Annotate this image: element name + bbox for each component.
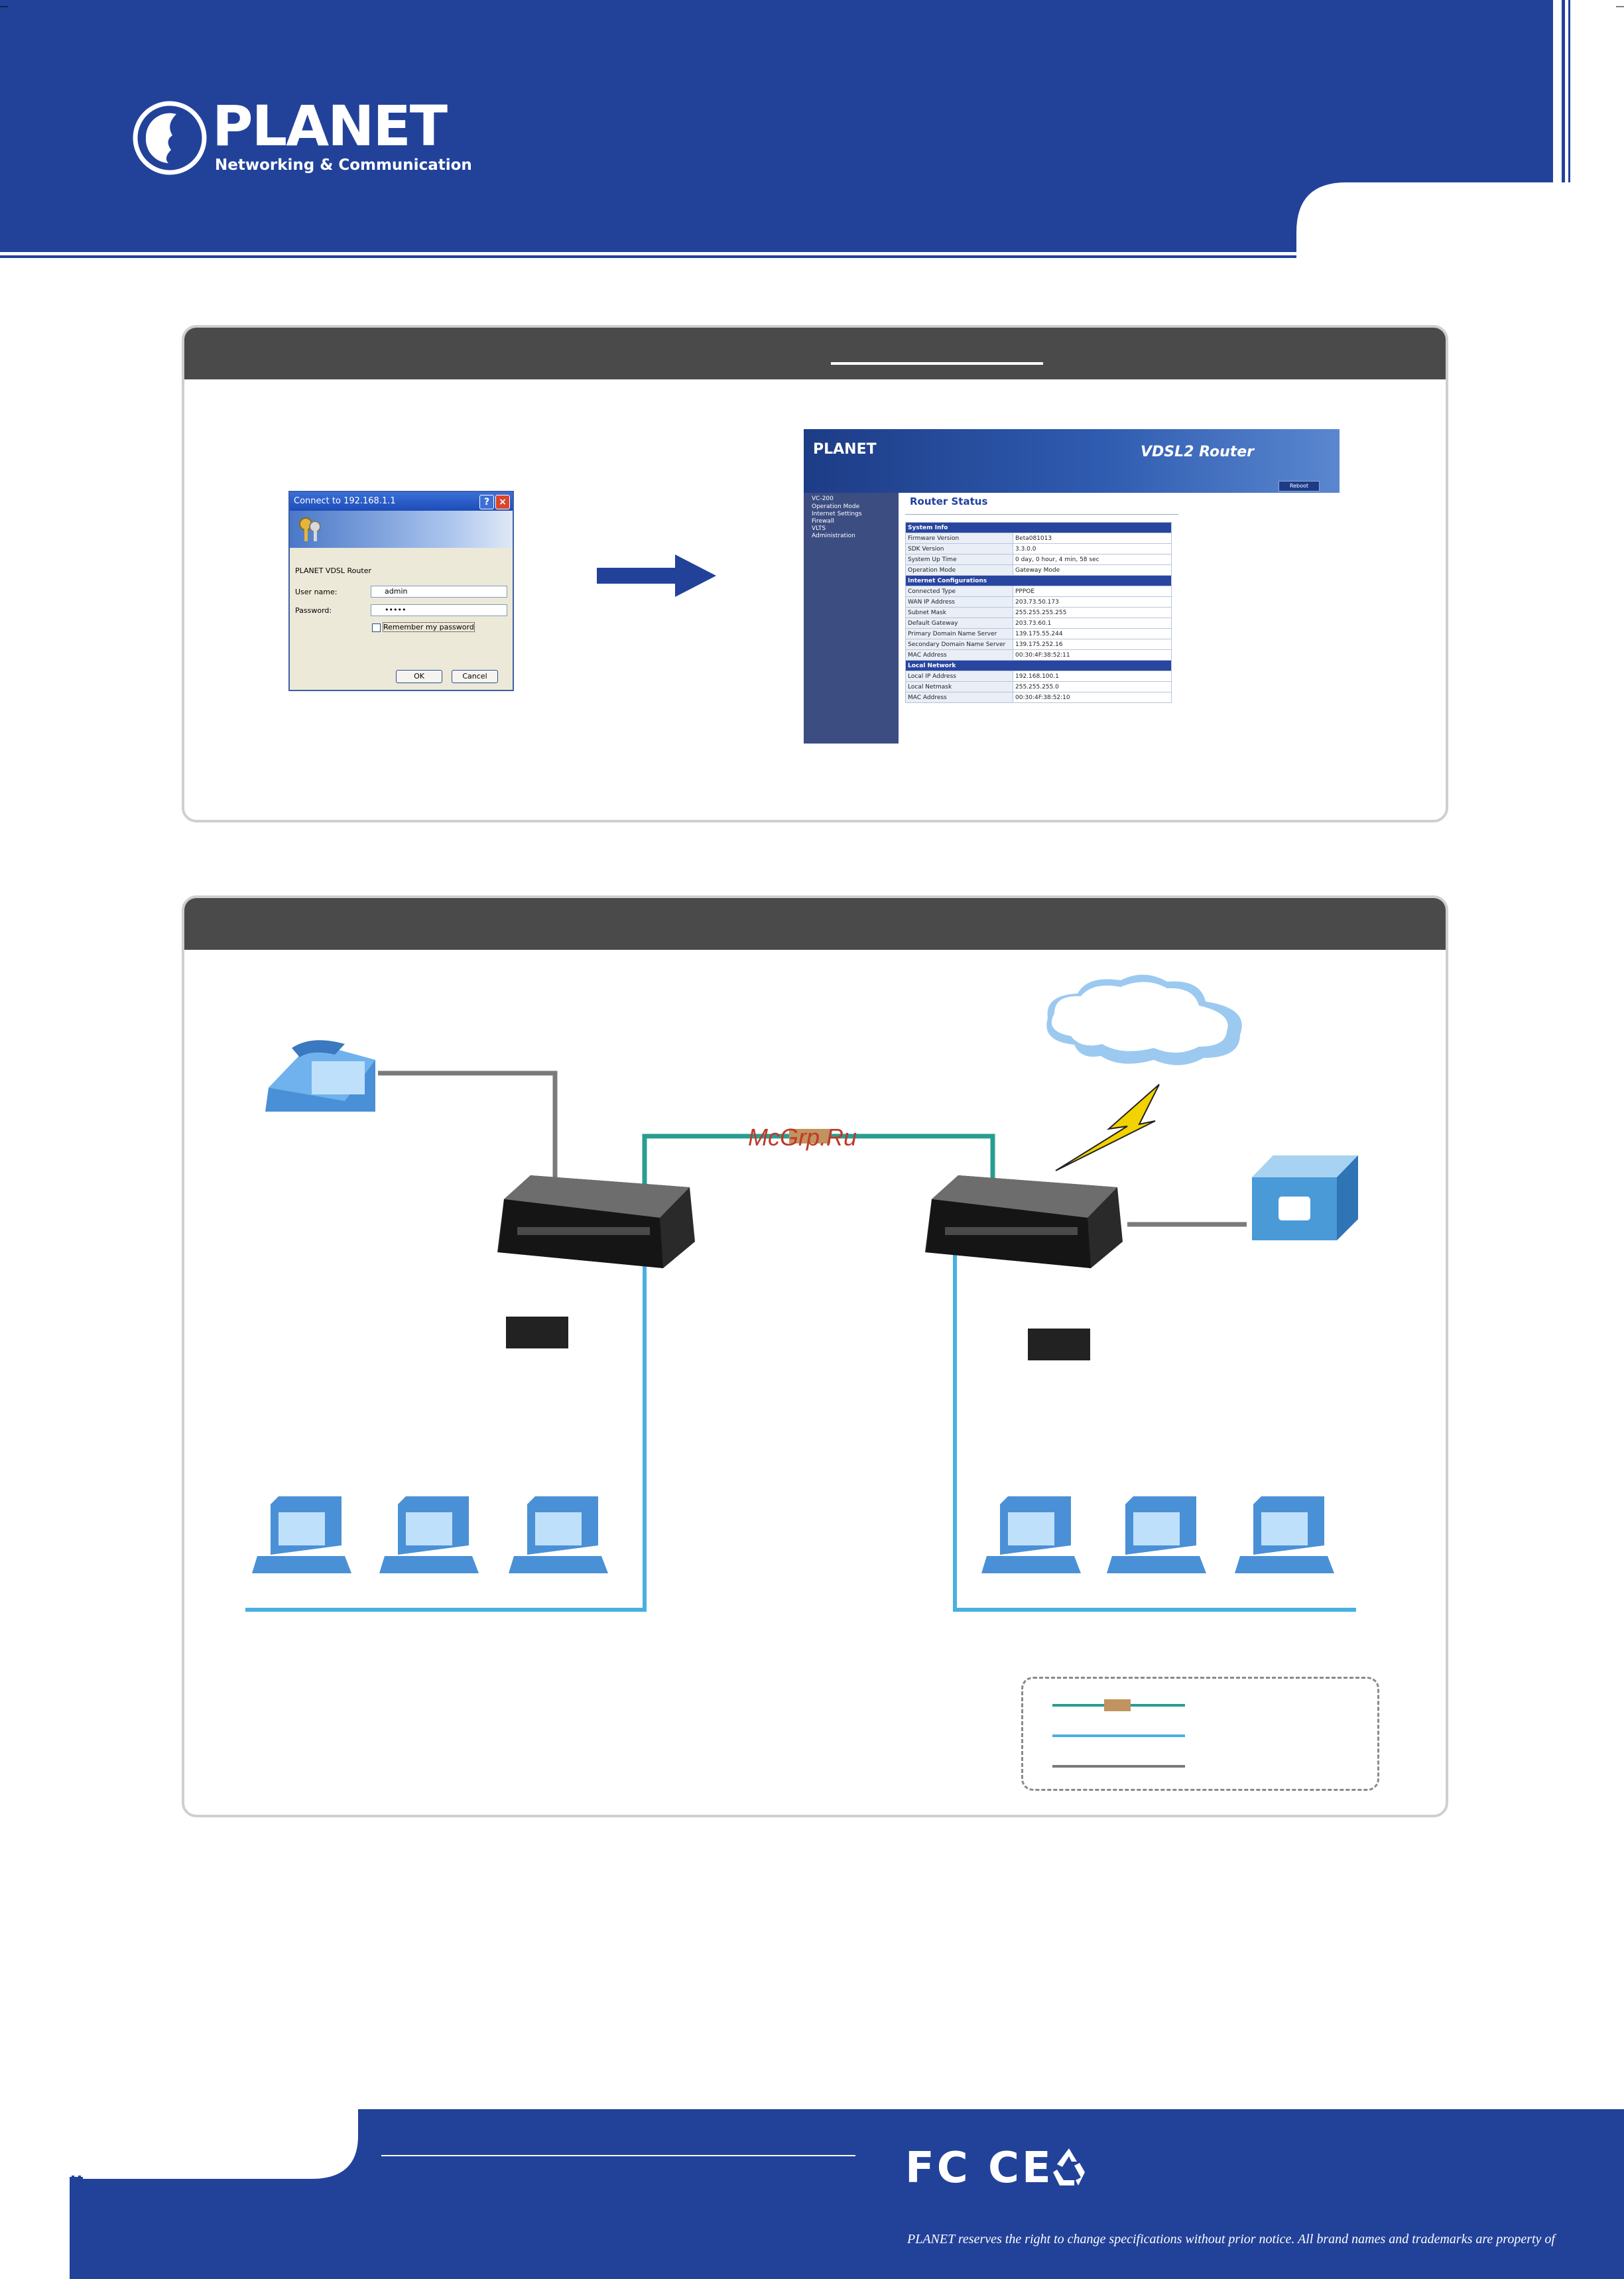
title-divider [905,514,1178,515]
router-banner: PLANET VDSL2 Router Reboot [804,429,1340,493]
help-icon[interactable]: ? [479,495,494,509]
telephone-icon [265,1040,375,1112]
row-key: Operation Mode [905,564,1013,576]
computer-icon [1235,1496,1334,1573]
panel-header-bar [184,328,1446,379]
router-left-icon [497,1175,695,1268]
router-status-title: Router Status [910,495,988,507]
internet-cloud-icon [1046,974,1242,1065]
brand-tagline: Networking & Communication [215,157,472,174]
ethernet-line-left [245,1254,647,1612]
legend-box [1021,1677,1379,1791]
vdsl-splitter-marker [789,1129,830,1143]
legend-vdsl-marker [1104,1699,1131,1711]
row-key: Default Gateway [905,618,1013,629]
realm-text: PLANET VDSL Router [295,566,371,575]
computer-icon [981,1496,1081,1573]
network-diagram-panel [182,895,1448,1817]
computer-icon [252,1496,351,1573]
table-section-header: Local Network [905,660,1172,671]
recycle-icon [1053,2148,1085,2185]
computer-icon [379,1496,479,1573]
dialog-title: Connect to 192.168.1.1 [290,492,513,511]
nav-item[interactable]: VC-200 [812,495,834,502]
planet-logo-icon [133,101,207,175]
ok-button[interactable]: OK [396,670,442,683]
nav-item[interactable]: Operation Mode [812,503,860,510]
reboot-button[interactable]: Reboot [1279,481,1320,491]
planet-logo: PLANET Networking & Communication [133,98,472,178]
password-field[interactable]: ••••• [371,604,507,616]
nav-item[interactable]: VLTS [812,525,826,532]
router-left-label-box [506,1317,568,1348]
lightning-icon [1055,1084,1160,1171]
arrow-right-icon [597,554,716,597]
row-key: Connected Type [905,586,1013,597]
router-title: VDSL2 Router [1141,444,1255,460]
nav-item[interactable]: Firewall [812,518,834,525]
section-title: System Info [905,522,1172,533]
panel-header-bar [184,898,1446,950]
row-key: MAC Address [905,692,1013,703]
row-value: 00:30:4F:38:52:10 [1013,692,1172,703]
certification-marks: FC CE [905,2144,1054,2193]
keys-icon [299,517,321,541]
header-band [0,0,1624,258]
switch-icon [1252,1155,1358,1240]
dialog-banner [290,511,513,548]
legend-lines [1052,1699,1185,1768]
computer-icon [509,1496,608,1573]
router-brand: PLANET [813,441,877,458]
row-key: Firmware Version [905,533,1013,544]
router-sidebar: VC-200 Operation Mode Internet Settings … [804,493,899,744]
row-key: Local Netmask [905,681,1013,692]
login-dialog: Connect to 192.168.1.1 ? × PLANET VDSL R… [288,491,514,691]
router-status-screenshot: PLANET VDSL2 Router Reboot VC-200 Operat… [804,429,1340,744]
username-label: User name: [295,588,338,596]
nav-item[interactable]: Administration [812,533,855,539]
footer-band [70,2109,1624,2279]
row-key: Local IP Address [905,671,1013,682]
brand-name: PLANET [212,94,448,159]
watermark: McGrp.Ru [748,1124,857,1151]
computer-icon [1107,1496,1206,1573]
table-section-header: System Info [905,522,1172,533]
section-title: Local Network [905,660,1172,671]
row-key: Primary Domain Name Server [905,628,1013,639]
password-label: Password: [295,606,332,615]
nav-item[interactable]: Internet Settings [812,511,862,517]
remember-checkbox[interactable] [372,623,381,632]
close-icon[interactable]: × [495,495,510,509]
router-right-label-box [1028,1329,1090,1360]
row-key: SDK Version [905,543,1013,554]
username-field[interactable]: admin [371,586,507,598]
row-key: Subnet Mask [905,607,1013,618]
row-key: Secondary Domain Name Server [905,639,1013,650]
footer-disclaimer: PLANET reserves the right to change spec… [907,2232,1555,2246]
router-right-icon [925,1175,1123,1268]
cancel-button[interactable]: Cancel [452,670,498,683]
ethernet-line-right [953,1254,1356,1612]
header-underline [831,362,1043,365]
phone-line [378,1071,558,1193]
remember-label: Remember my password [383,622,475,632]
row-key: System Up Time [905,554,1013,565]
